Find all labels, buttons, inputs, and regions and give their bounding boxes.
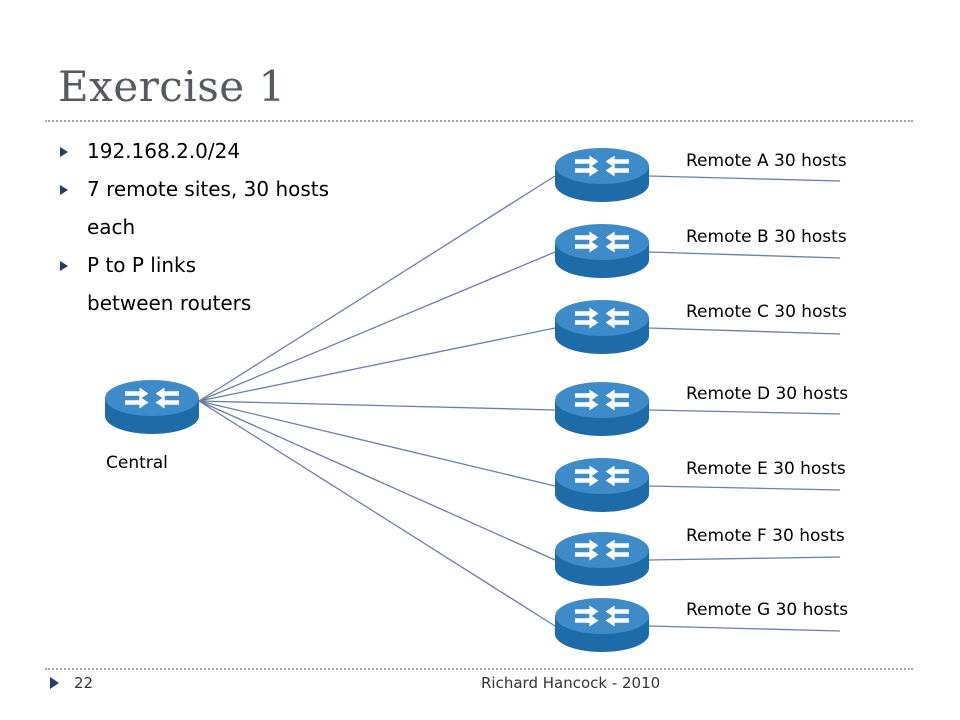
footer-author: Richard Hancock - 2010 <box>481 674 661 692</box>
bullet-text: P to P links between routers <box>87 253 252 315</box>
remote-g-label: Remote G 30 hosts <box>686 600 849 620</box>
link-lines <box>198 175 841 632</box>
remote-e-label: Remote E 30 hosts <box>686 459 846 479</box>
remote-c-router-icon <box>555 300 649 354</box>
link-central-remote-a <box>198 175 556 402</box>
link-central-remote-c <box>198 327 556 402</box>
link-central-remote-b <box>198 251 556 402</box>
remote-a-router-icon <box>555 148 649 202</box>
link-remote-e-hosts <box>648 485 841 491</box>
bullet-list: 192.168.2.0/24 7 remote sites, 30 hosts … <box>60 132 360 322</box>
link-central-remote-f <box>198 400 556 561</box>
link-remote-f-hosts <box>648 556 841 561</box>
triangle-bullet-icon <box>60 185 68 195</box>
link-remote-c-hosts <box>648 327 841 335</box>
remote-g-router-icon <box>555 598 649 652</box>
remote-c-label: Remote C 30 hosts <box>686 302 847 322</box>
slide-title: Exercise 1 <box>58 62 286 111</box>
bullet-item: 7 remote sites, 30 hosts each <box>60 170 360 246</box>
link-central-remote-d <box>198 400 556 411</box>
remote-d-label: Remote D 30 hosts <box>686 384 849 404</box>
bullet-item: 192.168.2.0/24 <box>60 132 360 170</box>
central-router-icon <box>105 380 199 434</box>
link-remote-d-hosts <box>648 409 841 415</box>
link-central-remote-g <box>198 400 556 627</box>
remote-b-router-icon <box>555 224 649 278</box>
link-remote-b-hosts <box>648 251 841 259</box>
remote-e-router-icon <box>555 458 649 512</box>
bullet-text: 7 remote sites, 30 hosts each <box>87 177 330 239</box>
triangle-bullet-icon <box>50 677 59 689</box>
central-router-label: Central <box>106 453 168 473</box>
remote-f-router-icon <box>555 532 649 586</box>
routers-layer <box>105 148 649 652</box>
remote-d-router-icon <box>555 382 649 436</box>
bullet-item: P to P links between routers <box>60 246 360 322</box>
link-remote-g-hosts <box>648 625 841 632</box>
triangle-bullet-icon <box>60 147 68 157</box>
title-divider <box>45 120 913 122</box>
remote-a-label: Remote A 30 hosts <box>686 151 847 171</box>
page-number: 22 <box>74 674 94 692</box>
triangle-bullet-icon <box>60 261 68 271</box>
footer-divider <box>45 668 913 670</box>
link-central-remote-e <box>198 400 556 487</box>
bullet-text: 192.168.2.0/24 <box>87 139 241 163</box>
remote-b-label: Remote B 30 hosts <box>686 227 847 247</box>
link-remote-a-hosts <box>648 175 841 182</box>
remote-f-label: Remote F 30 hosts <box>686 526 845 546</box>
